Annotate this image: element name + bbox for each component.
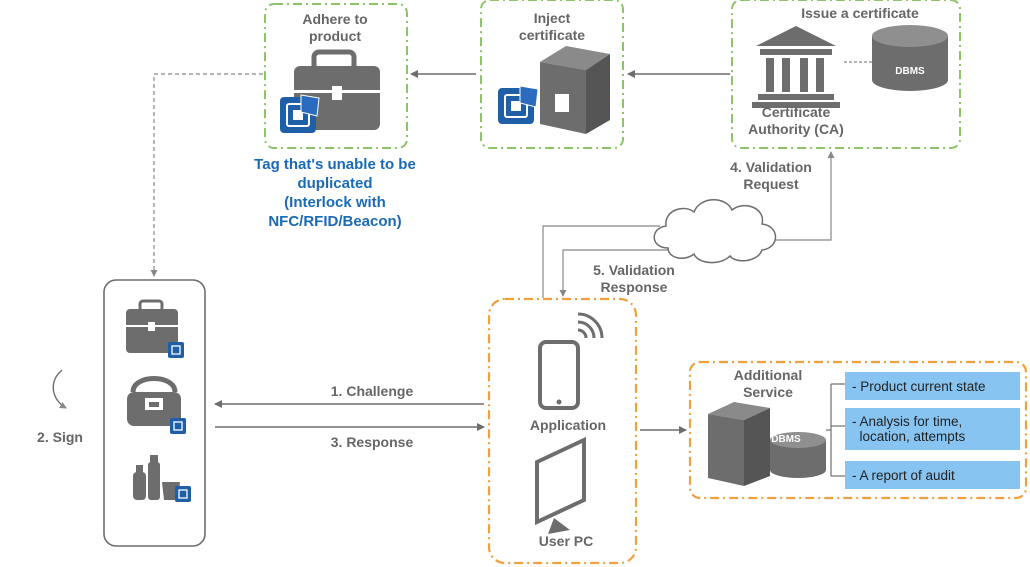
ca-box bbox=[731, 0, 961, 149]
validation-request-label: 4. Validation Request bbox=[730, 159, 812, 192]
service-item-analysis: - Analysis for time, location, attempts bbox=[845, 408, 1020, 450]
tag-note: Tag that's unable to be duplicated (Inte… bbox=[254, 156, 416, 230]
issue-label: Issue a certificate bbox=[801, 5, 919, 21]
bank-building-icon bbox=[752, 26, 840, 108]
adhere-label: Adhere to product bbox=[302, 11, 368, 44]
response-label: 3. Response bbox=[330, 434, 414, 450]
products-box bbox=[103, 279, 206, 547]
arrow-validation-request-b bbox=[770, 151, 835, 241]
chip-icon-inject bbox=[498, 85, 539, 124]
cloud-icon bbox=[653, 199, 777, 264]
user-device-box bbox=[487, 297, 638, 565]
arrow-validation-response bbox=[559, 249, 672, 297]
additional-service-box bbox=[688, 360, 1028, 500]
service-item-audit-report: - A report of audit bbox=[845, 461, 1020, 489]
smartphone-icon bbox=[538, 340, 580, 410]
database-icon bbox=[872, 25, 948, 91]
dbms-top-label: DBMS bbox=[895, 66, 925, 77]
briefcase-small-icon bbox=[126, 299, 184, 358]
service-item-current-state: - Product current state bbox=[845, 372, 1020, 400]
user-pc-label: User PC bbox=[538, 533, 594, 549]
chip-icon bbox=[280, 94, 320, 133]
server-icon bbox=[540, 46, 610, 134]
sign-label: 2. Sign bbox=[37, 429, 83, 445]
dbms-service-label: DBMS bbox=[771, 434, 801, 445]
inject-label: Inject certificate bbox=[518, 10, 586, 43]
wifi-signal-icon bbox=[577, 312, 604, 339]
adhere-box bbox=[264, 3, 408, 149]
cosmetics-icon bbox=[133, 455, 191, 502]
monitor-icon bbox=[535, 436, 586, 534]
arrow-validation-request bbox=[542, 225, 660, 298]
sign-curve-arrow bbox=[52, 369, 67, 409]
challenge-label: 1. Challenge bbox=[330, 383, 414, 399]
application-label: Application bbox=[529, 417, 607, 433]
service-bracket bbox=[826, 383, 845, 477]
additional-service-label: Additional Service bbox=[733, 367, 803, 400]
service-database-icon bbox=[770, 432, 826, 478]
arrow-adhere-to-products bbox=[150, 73, 263, 277]
inject-box bbox=[480, 0, 624, 149]
service-server-icon bbox=[708, 402, 770, 486]
ca-label: Certificate Authority (CA) bbox=[748, 104, 844, 137]
validation-response-label: 5. Validation Response bbox=[593, 262, 675, 295]
handbag-icon bbox=[127, 376, 186, 434]
